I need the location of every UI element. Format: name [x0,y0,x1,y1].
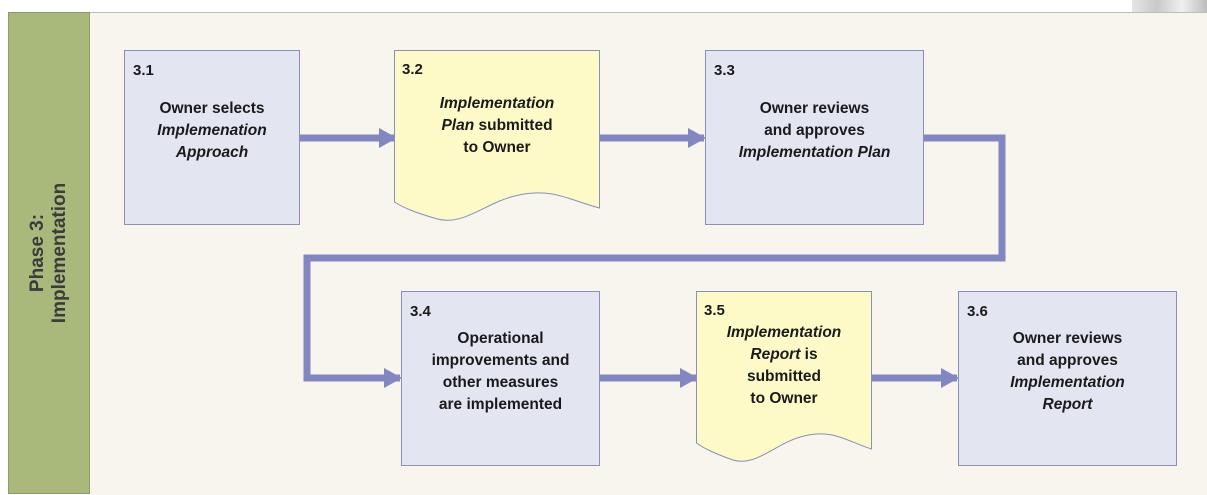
step-line: Operational [457,330,544,347]
step-line: submitted [746,368,822,385]
step-3-6-box: 3.6 Owner reviews and approves Implement… [958,291,1177,466]
step-3-4-box: 3.4 Operational improvements and other m… [401,291,600,466]
window-corner-decoration [1132,0,1207,12]
step-3-3-box: 3.3 Owner reviews and approves Implement… [705,50,924,225]
step-line: Implementation Plan [738,144,891,161]
step-text: Implementation Report is submitted to Ow… [700,322,868,410]
step-text: Owner reviews and approves Implementatio… [710,98,919,164]
step-line: to Owner [463,139,531,156]
step-3-2-box: 3.2 Implementation Plan submitted to Own… [394,50,600,220]
step-line: Implementation [1010,374,1125,391]
step-line: to Owner [750,390,818,407]
step-number: 3.6 [967,303,988,320]
step-text: Owner reviews and approves Implementatio… [963,328,1172,416]
step-number: 3.5 [704,302,725,319]
step-line: Owner reviews [1012,330,1123,347]
step-3-2-document-shape [394,50,600,221]
step-line: Owner selects [159,100,265,117]
step-line: and approves [1017,352,1118,369]
step-line-emphasis: Plan [441,117,475,134]
step-text: Implementation Plan submitted to Owner [398,93,596,159]
step-line-rest: is [800,346,818,363]
step-number: 3.1 [133,62,154,79]
arrow-3-3-to-3-4 [303,134,1006,388]
step-number: 3.2 [402,61,423,78]
step-line: Approach [175,144,249,161]
step-3-5-box: 3.5 Implementation Report is submitted t… [696,291,872,461]
step-3-1-box: 3.1 Owner selects Implemenation Approach [124,50,300,225]
step-number: 3.4 [410,303,431,320]
step-text: Operational improvements and other measu… [406,328,595,416]
step-line: and approves [764,122,865,139]
step-line: Implementation [726,324,842,341]
step-line: Implementation [439,95,555,112]
step-line: are implemented [438,396,563,413]
step-number: 3.3 [714,62,735,79]
phase-bar [8,12,90,494]
step-line: Owner reviews [759,100,870,117]
step-3-5-document-shape [696,291,872,462]
step-text: Owner selects Implemenation Approach [129,98,295,164]
step-line: other measures [442,374,559,391]
step-line: Report is [700,344,868,366]
step-line: improvements and [431,352,570,369]
step-line: Plan submitted [398,115,596,137]
step-line-emphasis: Report [750,346,801,363]
step-line: Report [1042,396,1093,413]
step-line: Implemenation [157,122,267,139]
step-line-rest: submitted [474,117,553,134]
